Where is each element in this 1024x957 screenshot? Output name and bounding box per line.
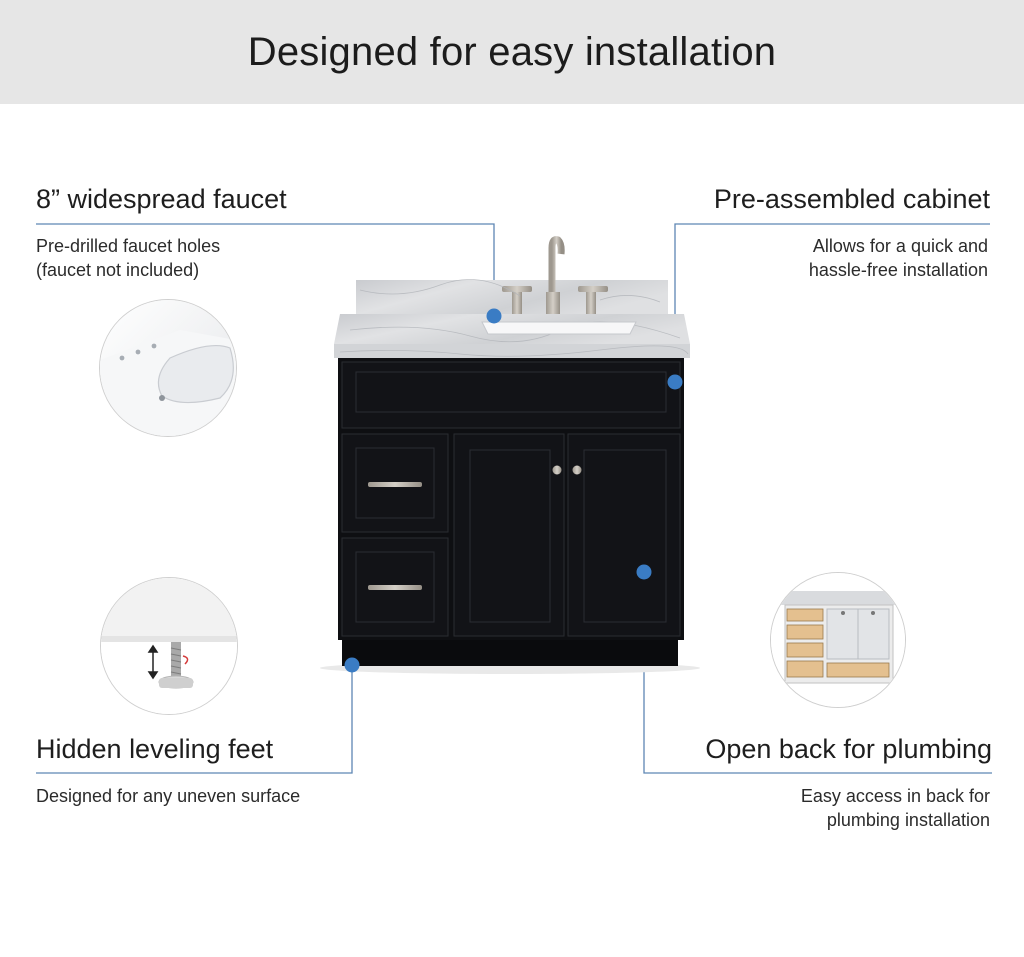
faucet-description: Pre-drilled faucet holes (faucet not inc… (36, 236, 221, 280)
feet-description: Designed for any uneven surface (36, 786, 301, 806)
header-banner: Designed for easy installation (0, 0, 1024, 104)
faucet-hotspot-dot (486, 308, 502, 324)
plumbing-hotspot-dot (636, 564, 652, 580)
feet-heading: Hidden leveling feet (36, 734, 274, 764)
cabinet-description: Allows for a quick and hassle-free insta… (808, 236, 988, 280)
feet-leader-line (36, 665, 353, 774)
faucet-heading: 8” widespread faucet (36, 184, 287, 214)
feet-hotspot-dot (344, 657, 360, 673)
page-title: Designed for easy installation (247, 29, 777, 74)
cabinet-heading: Pre-assembled cabinet (713, 184, 990, 214)
plumbing-heading: Open back for plumbing (705, 734, 992, 764)
plumbing-description: Easy access in back for plumbing install… (800, 786, 990, 830)
leveling-foot-image (100, 577, 238, 715)
open-back-image (770, 572, 906, 708)
sink-closeup-image (99, 299, 237, 437)
faucet-icon (502, 236, 608, 316)
cabinet-hotspot-dot (667, 374, 683, 390)
